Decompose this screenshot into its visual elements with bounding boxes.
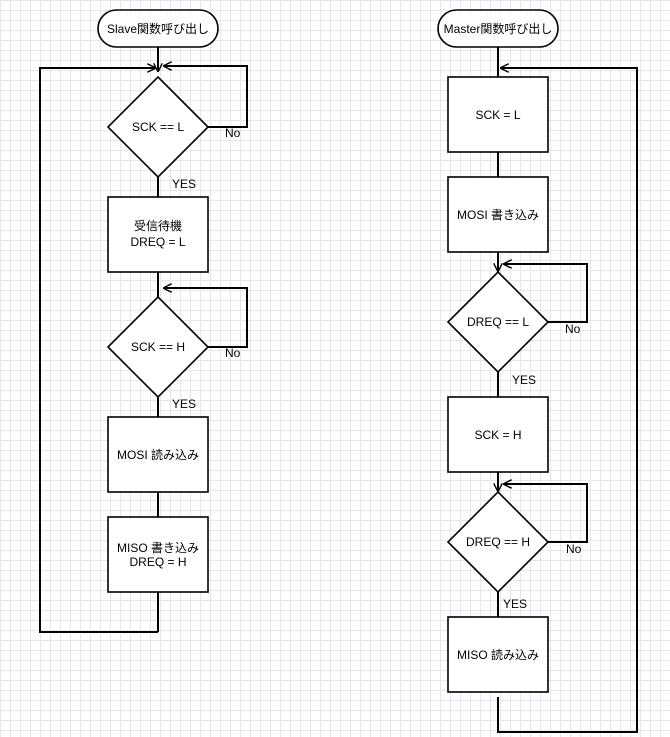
slave-no-loop-1 (164, 66, 248, 128)
master-process-write-mosi-label: MOSI 書き込み (457, 208, 539, 222)
slave-process-write-miso (107, 516, 209, 593)
master-process-sck-high (447, 396, 549, 473)
master-process-read-miso-label: MISO 読み込み (457, 647, 539, 662)
master-loop-back-line (497, 68, 638, 733)
slave-decision-sck-low (106, 75, 210, 179)
slave-yes-label-1: YES (172, 177, 196, 191)
slave-flowchart: Slave関数呼び出し SCK == L No YES 受信待機 DREQ = … (39, 9, 248, 633)
master-no-loop-2 (504, 484, 588, 543)
slave-no-label-1: No (225, 126, 241, 140)
master-no-label-2: No (566, 542, 582, 556)
master-process-sck-low-label: SCK = L (475, 108, 520, 122)
slave-start-label: Slave関数呼び出し (107, 21, 209, 36)
slave-start-terminator (97, 9, 219, 48)
slave-process-read-mosi (107, 416, 209, 493)
slave-decision-sck-high-label: SCK == H (131, 340, 185, 354)
slave-no-loop-2 (164, 288, 248, 348)
slave-process-wait (107, 196, 209, 273)
slave-yes-label-2: YES (172, 397, 196, 411)
slave-no-label-2: No (225, 346, 241, 360)
slave-decision-sck-low-label: SCK == L (132, 120, 184, 134)
slave-decision-sck-high (106, 295, 210, 399)
master-decision-dreq-low-label: DREQ == L (467, 315, 529, 329)
master-start-label: Master関数呼び出し (444, 21, 553, 36)
slave-process-read-mosi-label: MOSI 読み込み (117, 447, 199, 462)
master-process-sck-high-label: SCK = H (474, 428, 521, 442)
master-start-terminator (437, 9, 559, 48)
slave-process-write-miso-line1: MISO 書き込み (117, 541, 199, 555)
master-decision-dreq-high (446, 490, 550, 594)
slave-process-write-miso-line2: DREQ = H (129, 555, 186, 569)
master-decision-dreq-low (446, 270, 550, 374)
master-process-write-mosi (447, 176, 549, 253)
master-yes-label-2: YES (503, 597, 527, 611)
master-no-loop-1 (504, 264, 588, 323)
master-yes-label-1: YES (512, 373, 536, 387)
slave-process-wait-line1: 受信待機 (134, 218, 182, 233)
slave-process-wait-line2: DREQ = L (130, 235, 185, 249)
master-decision-dreq-high-label: DREQ == H (466, 535, 530, 549)
master-process-sck-low (447, 76, 549, 153)
master-flowchart: Master関数呼び出し SCK = L MOSI 書き込み DREQ == L… (437, 9, 638, 733)
slave-loop-back-line (39, 68, 158, 633)
master-no-label-1: No (565, 322, 581, 336)
master-process-read-miso (447, 616, 549, 693)
